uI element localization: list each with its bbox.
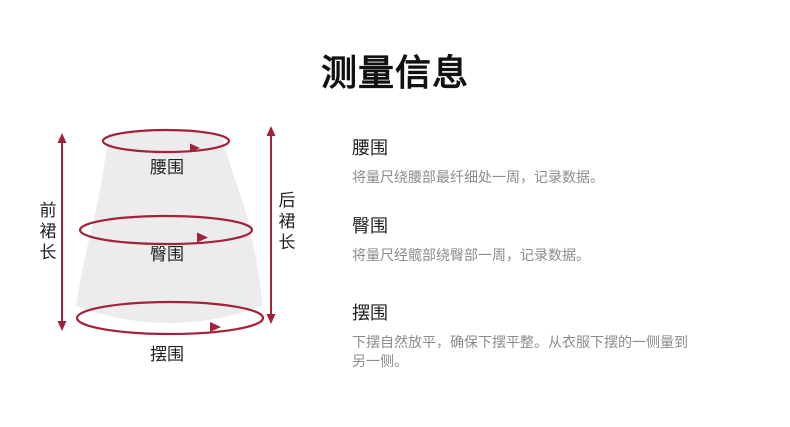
hip-label: 臀围 (150, 245, 184, 265)
back-length-arrow-down-icon (266, 314, 276, 324)
skirt-shape (76, 129, 262, 323)
back-length-label: 后裙长 (278, 191, 296, 253)
hip-arrow-icon (197, 232, 208, 243)
back-length-arrow-up-icon (266, 126, 276, 136)
skirt-illustration (57, 126, 276, 336)
skirt-measurement-diagram: 腰围 臀围 摆围 前裙长 后裙长 (0, 0, 340, 427)
waist-measure-line (101, 128, 231, 154)
info-item-title: 腰围 (352, 138, 388, 159)
hem-arrow-icon (210, 322, 221, 332)
info-item-desc: 将量尺经髋部绕臀部一周，记录数据。 (352, 248, 590, 264)
info-item-desc: 将量尺绕腰部最纤细处一周，记录数据。 (352, 170, 604, 186)
info-item-desc: 下摆自然放平，确保下摆平整。从衣服下摆的一侧量到另一侧。 (352, 335, 688, 370)
front-length-arrow-down-icon (57, 321, 67, 331)
hem-label: 摆围 (150, 345, 184, 365)
info-item-hem: 摆围 下摆自然放平，确保下摆平整。从衣服下摆的一侧量到另一侧。 (352, 305, 752, 372)
info-item-hip: 臀围 将量尺经髋部绕臀部一周，记录数据。 (352, 218, 752, 266)
front-length-label: 前裙长 (39, 201, 57, 263)
waist-label: 腰围 (150, 158, 184, 178)
page-title: 测量信息 (320, 53, 469, 94)
info-item-title: 臀围 (352, 216, 388, 237)
front-length-arrow-up-icon (57, 133, 67, 143)
hem-measure-line (75, 300, 265, 336)
waist-arrow-icon (190, 143, 200, 153)
info-item-title: 摆围 (352, 303, 388, 324)
hip-measure-line (78, 214, 254, 246)
info-item-waist: 腰围 将量尺绕腰部最纤细处一周，记录数据。 (352, 140, 752, 188)
